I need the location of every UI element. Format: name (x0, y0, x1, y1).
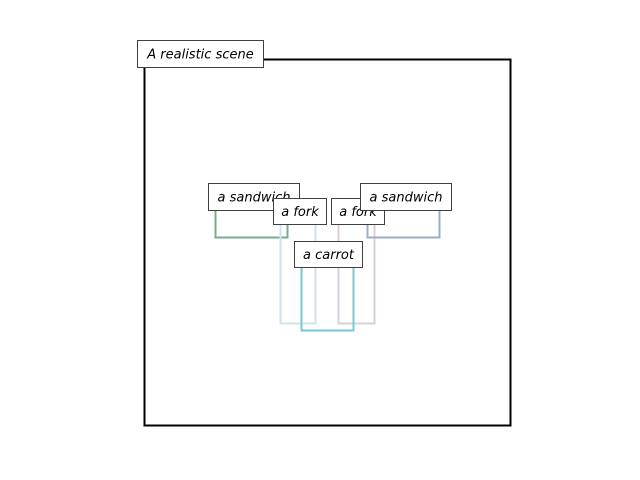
object-label-carrot: a carrot (294, 241, 363, 268)
object-label-text: a sandwich (218, 191, 291, 206)
object-label-fork-left: a fork (273, 198, 327, 225)
object-label-text: a fork (281, 205, 319, 220)
object-label-text: a sandwich (370, 191, 443, 206)
scene-frame (143, 58, 512, 427)
scene-title-text: A realistic scene (146, 48, 253, 63)
object-label-sandwich-right: a sandwich (360, 183, 452, 211)
object-box-carrot (300, 254, 355, 332)
object-label-text: a carrot (303, 248, 355, 263)
scene-title-label: A realistic scene (137, 40, 264, 68)
